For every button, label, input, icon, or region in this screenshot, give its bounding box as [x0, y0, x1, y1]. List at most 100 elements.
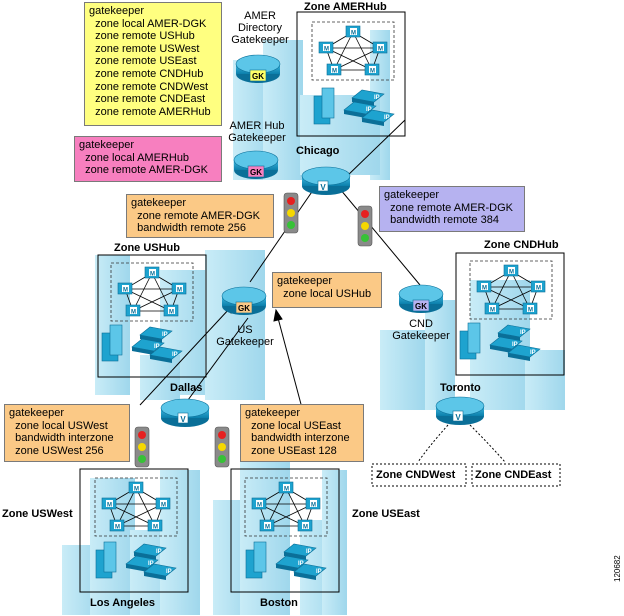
- zone-box-cndwest: [371, 463, 467, 487]
- ip-phone-icon: IP: [361, 109, 395, 126]
- call-manager-icon: M: [163, 304, 179, 317]
- ip-phone-icon: IP: [497, 324, 531, 341]
- svg-text:M: M: [482, 285, 487, 291]
- call-manager-icon: M: [147, 519, 163, 532]
- traffic-light-icon: [357, 205, 373, 247]
- svg-text:M: M: [257, 502, 262, 508]
- svg-text:IP: IP: [156, 549, 162, 555]
- gk-badge-cnd: GK: [415, 302, 427, 311]
- call-manager-icon: M: [101, 497, 117, 510]
- building-dallas: [95, 250, 265, 400]
- gatekeeper-amer-hub: GK: [233, 150, 279, 179]
- ip-phone-icon: IP: [343, 101, 377, 118]
- svg-text:M: M: [177, 287, 182, 293]
- gatekeeper-us: GK: [221, 286, 267, 315]
- call-manager-icon: M: [125, 304, 141, 317]
- ip-phone-icon: IP: [131, 338, 165, 355]
- call-manager-icon: M: [364, 63, 380, 76]
- zone-label-ushub: Zone USHub: [114, 242, 180, 254]
- config-amer-dgk: gatekeeper zone local AMER-DGK zone remo…: [84, 2, 222, 126]
- call-manager-icon: M: [171, 282, 187, 295]
- svg-text:M: M: [131, 309, 136, 315]
- connection-lines: [187, 119, 421, 401]
- call-manager-icon: M: [117, 282, 133, 295]
- router-dallas-badge: V: [180, 415, 186, 424]
- svg-text:IP: IP: [512, 342, 518, 348]
- svg-text:IP: IP: [374, 95, 380, 101]
- svg-text:IP: IP: [148, 561, 154, 567]
- svg-text:IP: IP: [166, 569, 172, 575]
- zone-label-amerhub: Zone AMERHub: [304, 1, 387, 13]
- svg-text:IP: IP: [520, 330, 526, 336]
- zone-label-uswest: Zone USWest: [2, 508, 73, 520]
- svg-text:M: M: [153, 524, 158, 530]
- call-manager-icon: M: [109, 519, 125, 532]
- call-manager-icon: M: [522, 302, 538, 315]
- svg-text:M: M: [123, 287, 128, 293]
- label-us-gatekeeper: US Gatekeeper: [216, 324, 274, 348]
- city-label-dallas: Dallas: [170, 382, 203, 394]
- ip-phone-icon: IP: [293, 563, 327, 580]
- ip-phone-icon: IP: [489, 336, 523, 353]
- server-icon: [95, 541, 117, 579]
- svg-text:M: M: [370, 68, 375, 74]
- ip-phone-icon: IP: [507, 344, 541, 361]
- call-manager-icon: M: [372, 41, 388, 54]
- svg-text:M: M: [378, 46, 383, 52]
- gk-badge-us: GK: [238, 304, 250, 313]
- call-manager-icon: M: [155, 497, 171, 510]
- ip-phone-icon: IP: [283, 543, 317, 560]
- call-manager-icon: M: [476, 280, 492, 293]
- gatekeeper-amer-directory: GK: [235, 54, 281, 83]
- zone-box-ushub: [97, 254, 207, 378]
- call-manager-icon: M: [318, 41, 334, 54]
- ip-phone-icon: IP: [143, 563, 177, 580]
- ip-phone-icon: IP: [351, 89, 385, 106]
- svg-text:M: M: [528, 307, 533, 313]
- svg-text:IP: IP: [316, 569, 322, 575]
- svg-text:M: M: [303, 524, 308, 530]
- svg-text:IP: IP: [172, 352, 178, 358]
- gatekeeper-cnd: GK: [398, 284, 444, 313]
- city-label-los-angeles: Los Angeles: [90, 597, 155, 609]
- zone-box-cndeast: [471, 463, 561, 487]
- server-icon: [459, 322, 481, 360]
- svg-text:IP: IP: [306, 549, 312, 555]
- call-manager-icon: M: [530, 280, 546, 293]
- server-icon: [245, 541, 267, 579]
- router-chicago-badge: V: [320, 183, 326, 192]
- label-amer-hub-gatekeeper: AMER Hub Gatekeeper: [228, 120, 286, 144]
- call-manager-icon: M: [305, 497, 321, 510]
- svg-text:M: M: [509, 269, 514, 275]
- zone-box-uswest: [79, 468, 189, 593]
- call-manager-icon: M: [128, 481, 144, 494]
- server-icon: [101, 324, 123, 362]
- config-amer-hub: gatekeeper zone local AMERHub zone remot…: [74, 136, 222, 182]
- svg-text:M: M: [536, 285, 541, 291]
- city-label-toronto: Toronto: [440, 382, 481, 394]
- gk-badge-amer-directory: GK: [252, 72, 264, 81]
- call-manager-icon: M: [326, 63, 342, 76]
- svg-text:M: M: [169, 309, 174, 315]
- svg-text:IP: IP: [298, 561, 304, 567]
- svg-text:M: M: [134, 486, 139, 492]
- zone-label-cndhub: Zone CNDHub: [484, 239, 559, 251]
- city-label-chicago: Chicago: [296, 145, 340, 157]
- svg-text:IP: IP: [366, 107, 372, 113]
- ip-phone-icon: IP: [133, 543, 167, 560]
- traffic-light-icon: [283, 192, 299, 234]
- ip-phone-icon: IP: [125, 555, 159, 572]
- ip-phone-icon: IP: [149, 346, 183, 363]
- label-amer-directory-gatekeeper: AMER Directory Gatekeeper: [231, 10, 289, 46]
- svg-text:IP: IP: [154, 344, 160, 350]
